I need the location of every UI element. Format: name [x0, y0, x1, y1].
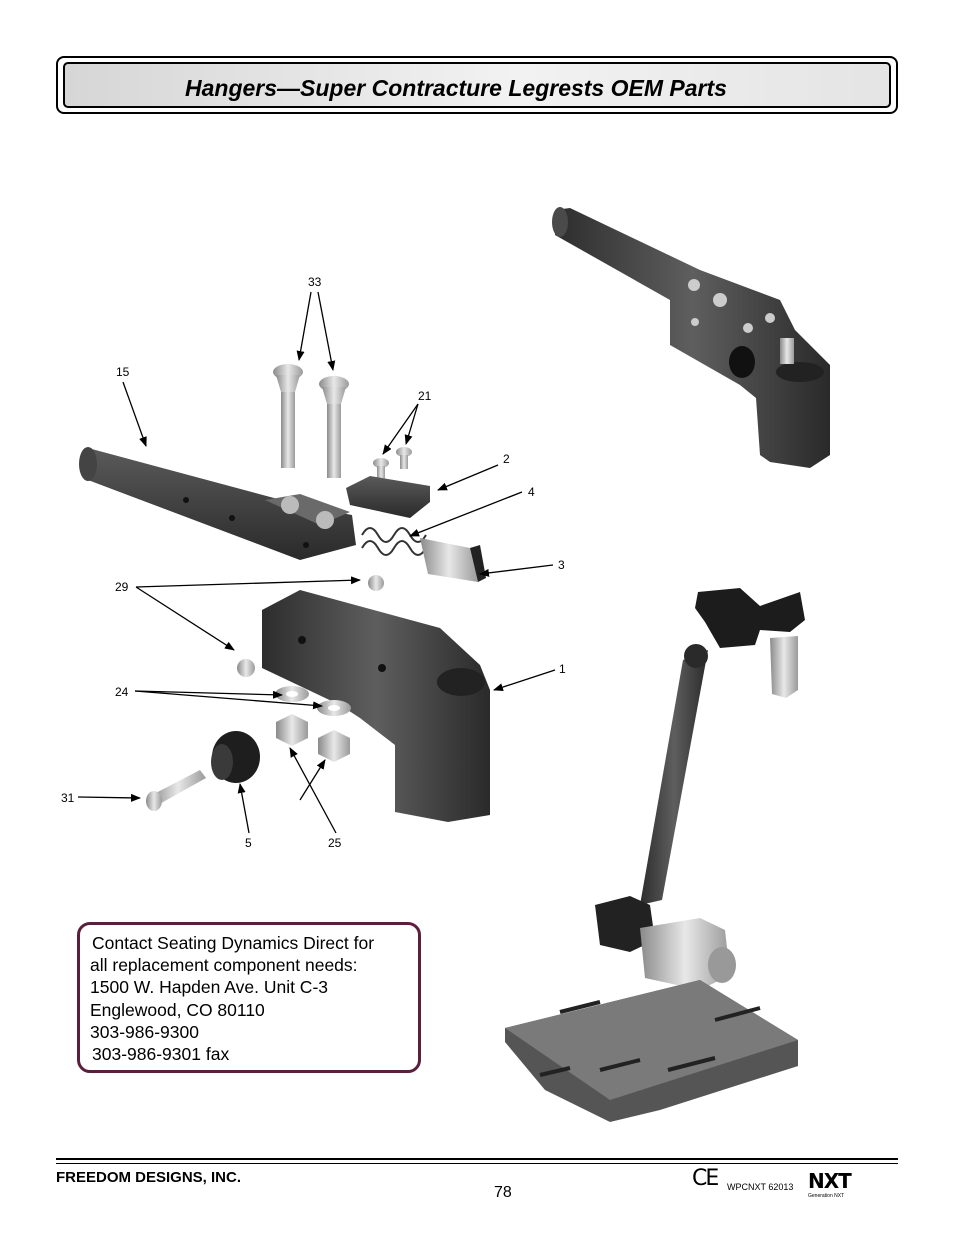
ce-mark-icon: CE — [692, 1166, 719, 1191]
callout-29: 29 — [115, 580, 129, 594]
contact-line-1: Contact Seating Dynamics Direct for — [92, 933, 375, 953]
callout-2: 2 — [503, 452, 510, 466]
callout-24: 24 — [115, 685, 129, 699]
callout-33: 33 — [308, 275, 322, 289]
contact-line-2: all replacement component needs: — [90, 955, 358, 975]
knob-part-5 — [211, 731, 260, 783]
hanger-tube-part-15 — [79, 447, 356, 560]
washer-part-24 — [275, 686, 351, 716]
callout-3: 3 — [558, 558, 565, 572]
assembled-hanger-image — [552, 207, 830, 468]
callout-15: 15 — [116, 365, 130, 379]
contact-address: 1500 W. Hapden Ave. Unit C-3 — [90, 977, 329, 997]
callout-1: 1 — [559, 662, 566, 676]
nxt-logo: NXT — [808, 1169, 852, 1193]
nxt-logo-subtitle: Generation NXT — [808, 1193, 845, 1199]
callout-21: 21 — [418, 389, 432, 403]
title-bar: Hangers—Super Contracture Legrests OEM P… — [63, 62, 891, 108]
page-number: 78 — [494, 1184, 512, 1201]
footer-rule-thin — [56, 1163, 898, 1164]
callout-5: 5 — [245, 836, 252, 850]
page-title: Hangers—Super Contracture Legrests OEM P… — [185, 75, 727, 101]
nut-part-25 — [276, 714, 350, 762]
contact-fax: 303-986-9301 fax — [92, 1044, 230, 1064]
screw-part-21 — [373, 447, 412, 480]
contact-box: Contact Seating Dynamics Direct for all … — [77, 922, 421, 1073]
callout-25: 25 — [328, 836, 342, 850]
plate-part-2 — [346, 476, 430, 518]
callout-4: 4 — [528, 485, 535, 499]
bracket-part-1 — [262, 590, 490, 822]
document-code: WPCNXT 62013 — [727, 1182, 794, 1192]
bolt-part-29 — [237, 575, 384, 677]
contact-phone: 303-986-9300 — [90, 1022, 199, 1042]
callout-31: 31 — [61, 791, 75, 805]
company-name: FREEDOM DESIGNS, INC. — [56, 1169, 242, 1186]
screw-part-33 — [273, 364, 349, 478]
contact-city: Englewood, CO 80110 — [90, 1000, 265, 1020]
callout-arrows — [77, 291, 556, 834]
bolt-part-31 — [146, 770, 206, 811]
assembled-legrest-image — [505, 588, 805, 1122]
footer-rule — [56, 1158, 898, 1160]
spring-part-4 — [361, 527, 427, 556]
block-part-3 — [420, 538, 486, 582]
title-frame: Hangers—Super Contracture Legrests OEM P… — [56, 56, 898, 114]
